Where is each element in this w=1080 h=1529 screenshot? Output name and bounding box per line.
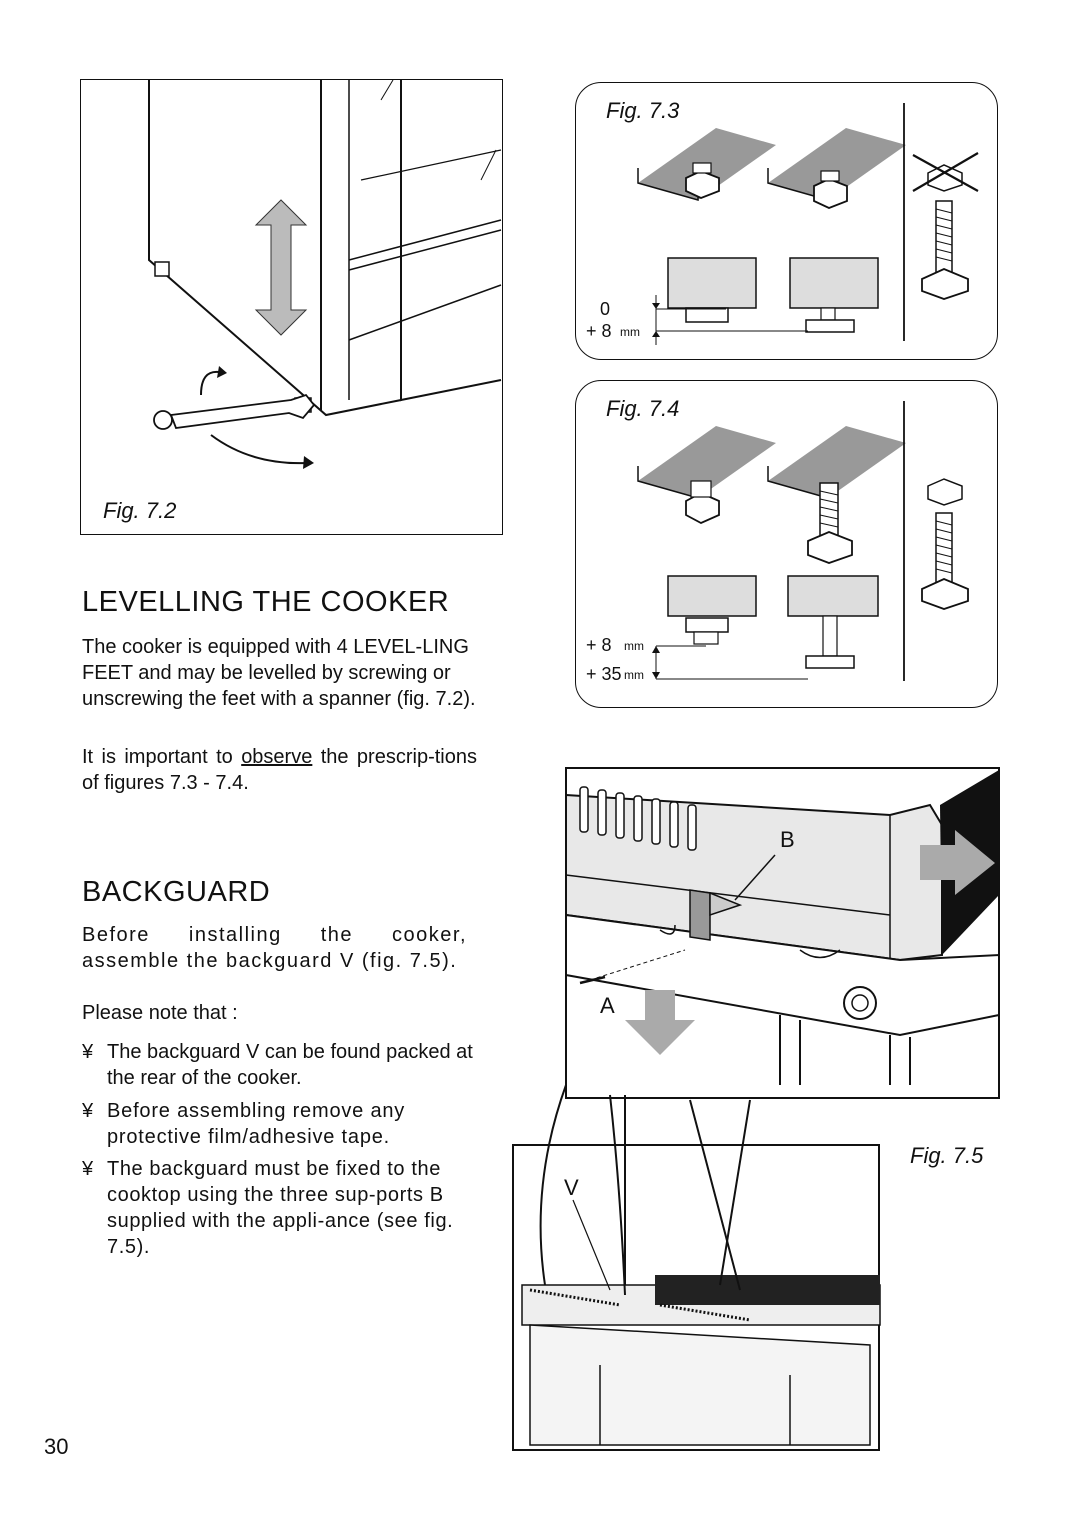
backguard-assembly-illustration xyxy=(512,767,1000,1451)
dimension-label: + 35 xyxy=(586,664,622,684)
dimension-label: + 8 xyxy=(586,635,612,655)
bullet-text: The backguard V can be found packed at t… xyxy=(107,1041,473,1089)
backguard-paragraph: Before installing the cooker, assemble t… xyxy=(82,924,467,972)
page-number: 30 xyxy=(44,1434,69,1459)
label-a: A xyxy=(600,993,615,1018)
bullet-marker: ¥ xyxy=(82,1100,94,1122)
figure-7-3: Fig. 7.3 0 + 8 mm xyxy=(575,82,998,360)
figure-caption: Fig. 7.4 xyxy=(606,396,680,421)
section-title-levelling: LEVELLING THE COOKER xyxy=(82,586,450,618)
figure-caption: Fig. 7.2 xyxy=(103,498,177,523)
text-run: the prescrip-tions of figures 7.3 - 7.4. xyxy=(82,746,477,794)
dimension-label: + 8 xyxy=(586,321,612,341)
levelling-paragraph-observe: It is important to observe the prescrip-… xyxy=(82,744,477,796)
bullet-item: ¥ Before assembling remove any protective… xyxy=(82,1098,487,1150)
levelling-feet-illustration xyxy=(637,103,979,345)
backguard-note: Please note that : xyxy=(82,1002,238,1024)
bullet-item: ¥ The backguard V can be found packed at … xyxy=(82,1039,487,1091)
levelling-paragraph: The cooker is equipped with 4 LEVEL-LING… xyxy=(82,636,476,710)
label-b: B xyxy=(780,827,795,852)
dimension-unit: mm xyxy=(624,668,644,682)
bullet-text: Before assembling remove any protective … xyxy=(107,1100,406,1148)
figure-caption: Fig. 7.3 xyxy=(606,98,680,123)
bullet-marker: ¥ xyxy=(82,1041,94,1063)
text-run: It is important to xyxy=(82,746,242,768)
dimension-unit: mm xyxy=(624,639,644,653)
bullet-marker: ¥ xyxy=(82,1158,94,1180)
levelling-feet-adjusted-illustration xyxy=(637,401,969,681)
underlined-word: observe xyxy=(241,746,313,768)
dimension-label: 0 xyxy=(600,299,611,319)
cooker-foot-illustration xyxy=(148,80,502,469)
figure-7-4: Fig. 7.4 + 8 mm + 35 mm xyxy=(575,380,998,708)
bullet-item: ¥ The backguard must be fixed to the cook… xyxy=(82,1156,487,1260)
label-v: V xyxy=(564,1175,579,1200)
bullet-text: The backguard must be fixed to the cookt… xyxy=(107,1158,454,1258)
section-title-backguard: BACKGUARD xyxy=(82,876,271,908)
figure-caption: Fig. 7.5 xyxy=(910,1143,984,1168)
dimension-unit: mm xyxy=(620,325,640,339)
figure-7-2: Fig. 7.2 xyxy=(80,79,503,535)
figure-7-5: B A V Fig. 7.5 xyxy=(510,765,1000,1453)
